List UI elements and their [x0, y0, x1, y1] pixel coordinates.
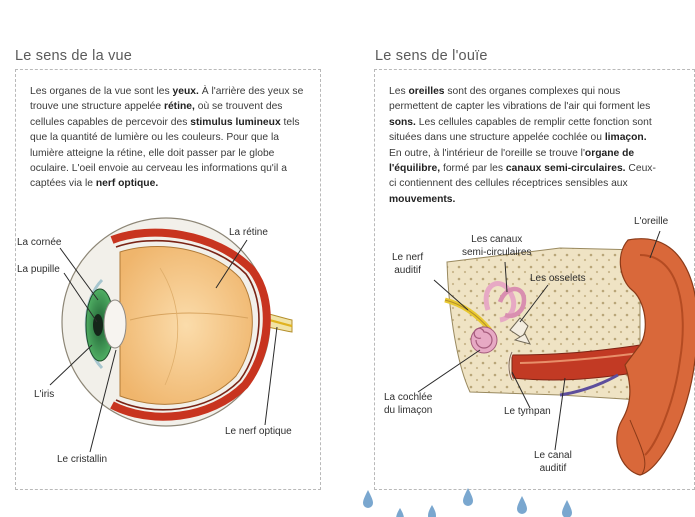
- text-run: sont des organes complexes qui nous perm…: [389, 86, 651, 113]
- vision-paragraph: Les organes de la vue sont les yeux. À l…: [30, 84, 305, 192]
- bold-term: yeux.: [172, 86, 199, 97]
- label-eardrum: Le tympan: [504, 406, 551, 417]
- vision-panel-border: [15, 69, 321, 490]
- eye-leader-lines: [49, 239, 278, 453]
- label-lens: Le cristallin: [57, 454, 108, 465]
- hearing-paragraph: Les oreilles sont des organes complexes …: [389, 84, 657, 207]
- hearing-section-title: Le sens de l'ouïe: [375, 48, 488, 64]
- bold-term: mouvements.: [389, 193, 456, 205]
- bold-term: nerf optique.: [95, 178, 159, 190]
- label-ossicles: Les osselets: [530, 273, 586, 284]
- ear-diagram: [444, 238, 695, 476]
- bold-term: sons.: [389, 116, 416, 128]
- drop-icons: [363, 488, 572, 517]
- bold-term: oreilles: [408, 86, 445, 97]
- text-run: En outre, à l'intérieur de l'oreille se …: [389, 147, 585, 159]
- ear-leader-lines: [417, 230, 661, 451]
- bold-term: organe de l'équilibre,: [389, 147, 635, 175]
- text-run: formé par les: [440, 163, 506, 175]
- label-retina: La rétine: [229, 227, 268, 238]
- label-ear: L'oreille: [634, 216, 669, 227]
- vision-section-title: Le sens de la vue: [15, 48, 133, 64]
- label-optic-nerve: Le nerf optique: [225, 426, 292, 437]
- text-run: À l'arrière des yeux se trouve une struc…: [30, 86, 304, 113]
- label-iris: L'iris: [34, 389, 55, 400]
- bold-term: limaçon.: [604, 132, 647, 144]
- text-run: Les cellules capables de remplir cette f…: [389, 116, 652, 144]
- eye-diagram: [61, 217, 293, 427]
- text-run: Ceux-ci contiennent des cellules réceptr…: [389, 163, 656, 190]
- text-run: où se trouvent des cellules capables de …: [30, 101, 283, 128]
- bold-term: rétine,: [163, 101, 195, 113]
- label-cornea: La cornée: [17, 237, 62, 248]
- text-run: tels que la quantité de lumière ou les c…: [30, 116, 300, 190]
- bold-term: stimulus lumineux: [190, 116, 281, 128]
- label-pupil: La pupille: [17, 264, 60, 275]
- text-run: Les organes de la vue sont les: [30, 86, 173, 97]
- text-run: Les: [389, 86, 409, 97]
- bold-term: canaux semi-circulaires.: [505, 163, 626, 175]
